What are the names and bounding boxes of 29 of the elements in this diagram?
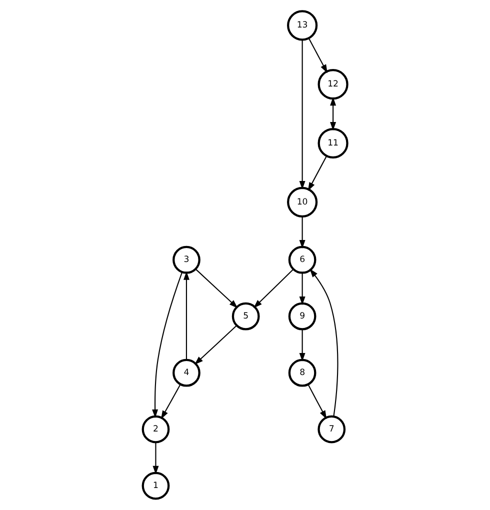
node-circle: 8 [288,358,316,387]
arrow [308,156,328,191]
arrow [152,272,183,418]
arrow [254,269,294,308]
arrow [161,384,181,420]
node-circle: 13 [287,10,318,41]
arrow [194,325,237,365]
node-circle: 6 [288,246,316,274]
node-circle: 11 [318,128,348,159]
node-circle: 2 [142,415,170,444]
arrow [308,38,328,74]
node-circle: 3 [172,246,200,274]
node-circle: 1 [142,472,170,500]
arrow [330,97,336,131]
arrow [308,384,327,420]
node-circle: 5 [232,302,260,330]
arrow [310,268,338,417]
node-circle: 9 [288,302,316,330]
arrow [299,329,306,362]
arrow [152,442,159,475]
node-circle: 4 [172,358,200,387]
node-circle: 7 [318,415,346,444]
node-circle: 12 [318,69,348,100]
arrow [195,268,238,308]
arrow [299,272,306,306]
arrow [299,216,306,249]
node-circle: 10 [287,186,318,218]
arrow [299,40,306,190]
arrow [183,271,190,360]
